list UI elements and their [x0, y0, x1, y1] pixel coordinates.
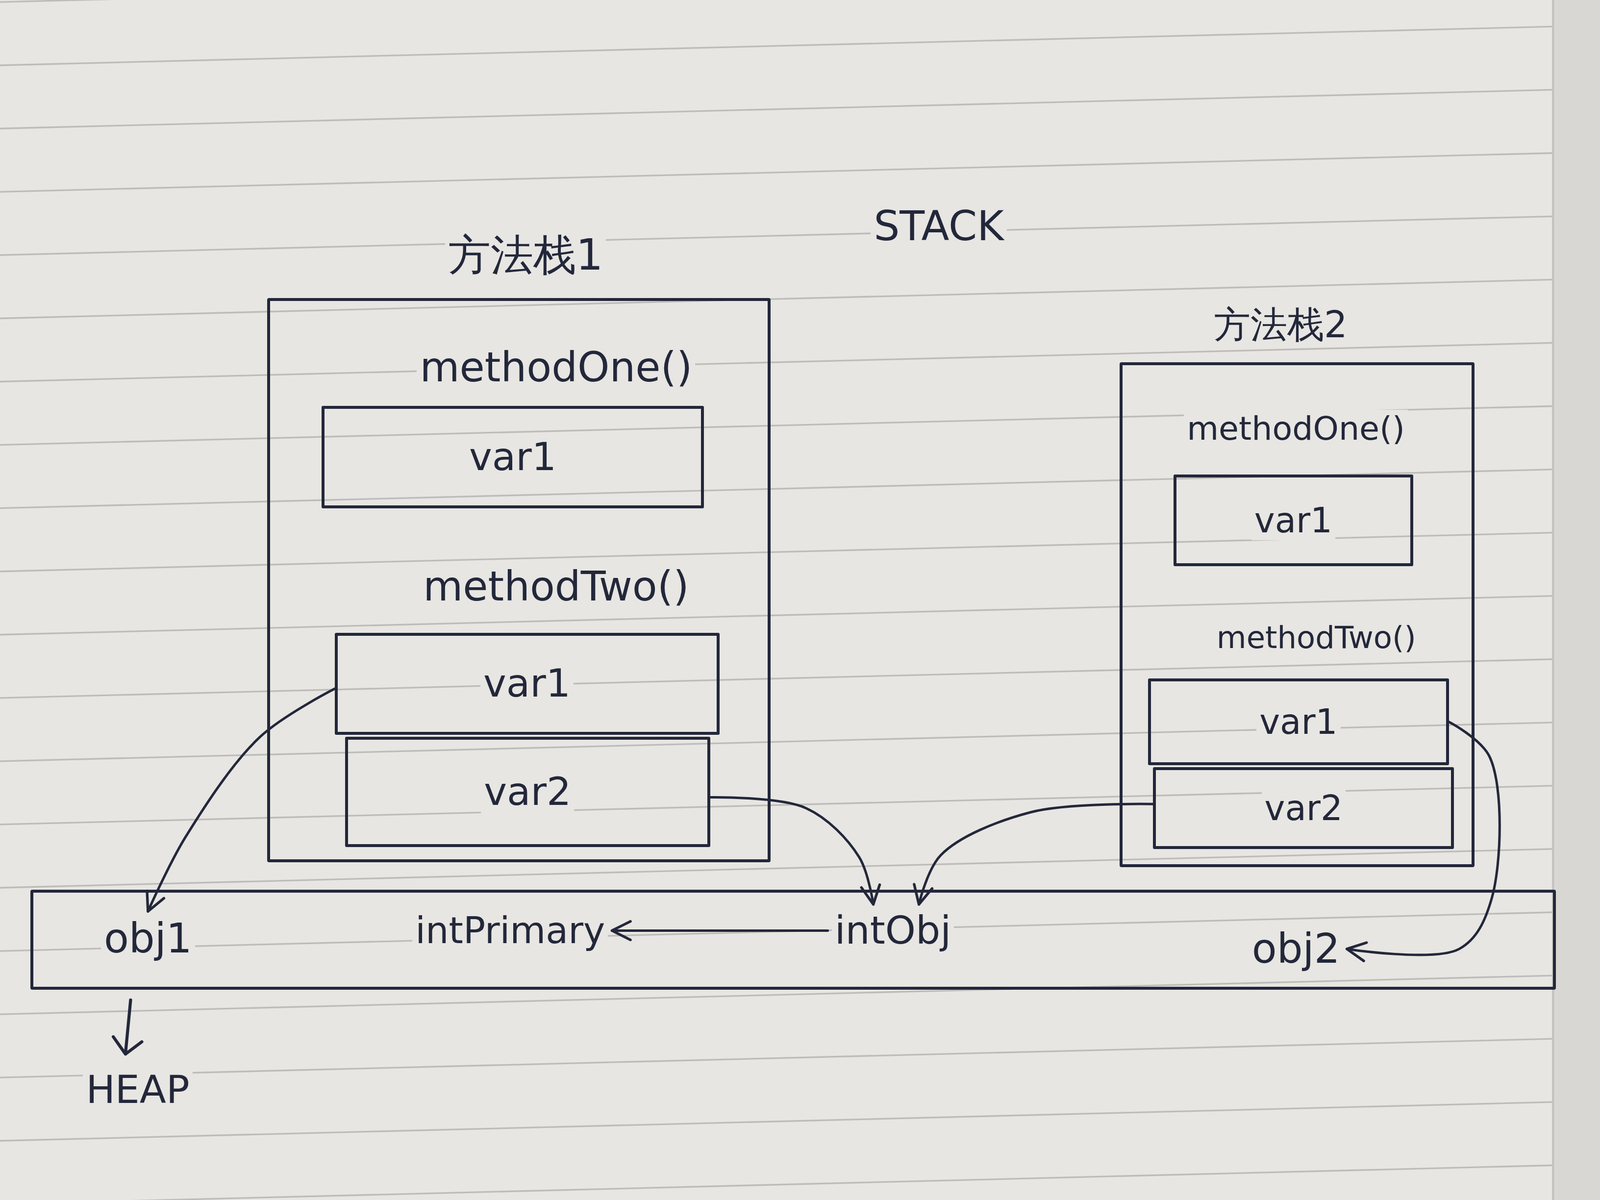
ruled-lines: [0, 0, 1553, 1200]
method-name: methodTwo(): [420, 563, 693, 611]
variable-slot: var1: [1173, 474, 1414, 567]
heap-leader-line: [125, 1000, 131, 1053]
heap-leader-head: [113, 1036, 142, 1054]
variable-slot: var1: [334, 632, 720, 735]
heap-label: HEAP: [82, 1067, 193, 1113]
frame-heading: 方法栈2: [1210, 303, 1351, 346]
variable-slot: var1: [1148, 678, 1450, 766]
stack-frame: 方法栈1methodOne()methodTwo()var1var1var2: [267, 298, 771, 863]
stack-label: STACK: [870, 202, 1007, 250]
heap-object: intObj: [827, 904, 959, 957]
variable-name: var2: [480, 769, 575, 815]
variable-name: var1: [480, 661, 574, 706]
variable-slot: var1: [321, 405, 705, 508]
reference-arrow: [148, 688, 335, 912]
variable-slot: var2: [1152, 767, 1454, 850]
variable-slot: var2: [345, 736, 711, 848]
variable-name: var2: [1261, 788, 1346, 828]
variable-name: var1: [1256, 701, 1341, 742]
frame-heading: 方法栈1: [445, 230, 607, 280]
object-name: intPrimary: [412, 909, 608, 952]
page-edge-line: [1551, 0, 1554, 1200]
object-name: obj2: [1249, 925, 1344, 973]
object-name: intObj: [831, 908, 955, 953]
heap-object: intPrimary: [408, 905, 612, 956]
method-name: methodOne(): [416, 344, 696, 392]
stack-frame: 方法栈2methodOne()methodTwo()var1var1var2: [1119, 362, 1475, 868]
method-name: methodTwo(): [1213, 620, 1420, 656]
heap-object: obj2: [1245, 921, 1348, 977]
reference-arrow: [1347, 722, 1500, 955]
page-edge: [1552, 0, 1600, 1200]
reference-arrow: [611, 929, 828, 932]
reference-arrow: [710, 797, 874, 905]
heap-band: HEAPobj1intPrimaryintObjobj2: [30, 889, 1556, 990]
heap-object: obj1: [97, 911, 200, 967]
object-name: obj1: [100, 915, 196, 963]
variable-name: var1: [466, 434, 560, 480]
method-name: methodOne(): [1183, 409, 1408, 448]
variable-name: var1: [1251, 500, 1336, 541]
